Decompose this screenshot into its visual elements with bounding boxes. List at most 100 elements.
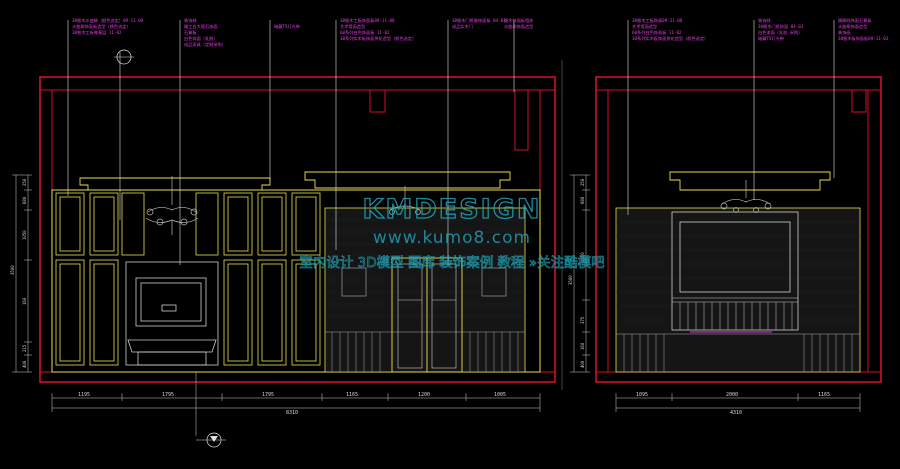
note-line: 30细木工板做基层 11-02 [72, 29, 122, 36]
right-height-total: 3500 [568, 275, 573, 285]
left-leader-lines [67, 20, 515, 265]
note-line: 踢工白大理石饰面 [184, 23, 218, 30]
feature-panel-inner [679, 221, 791, 293]
left-height-seg: 215 [22, 344, 27, 352]
watermark-url: www.kumo8.com [373, 228, 531, 248]
section-marker-bottom [196, 432, 226, 448]
panel-inner [295, 263, 317, 362]
note-line: 石膏板 [184, 29, 197, 36]
right-ceiling-notch [851, 90, 867, 113]
dim-segment: 1165 [346, 392, 358, 398]
right-red-frame [595, 76, 882, 383]
left-height-seg: 250 [22, 178, 27, 186]
panel [195, 192, 219, 256]
note-line: 细木饰面板墙体 [504, 17, 534, 24]
chandelier-door [389, 186, 421, 215]
right-elevation: 30细木工板饰面09-11-08 艺术墙面造型 60系列白色饰面板 11-02 … [568, 17, 889, 416]
note-line: 踢脚线饰面石膏板 [838, 17, 872, 24]
panel [223, 192, 253, 256]
right-bottom-dimension [615, 393, 861, 412]
right-height-seg: 400 [580, 360, 585, 368]
wall-panels-left [55, 192, 321, 366]
fireplace-ornament [161, 304, 177, 312]
wallpaper-panel [324, 207, 526, 373]
dim-segment: 1795 [162, 392, 174, 398]
note-line: 30系列实木板饰面拼花造型（颜色选定） [340, 35, 416, 42]
note-line: 成品家具（定制采购） [184, 41, 226, 48]
watermark-slogan: 室内设计 3D模型 图库 装饰案例 教程 »关注酷模吧 [299, 254, 605, 271]
right-annotations: 30细木工板饰面09-11-08 艺术墙面造型 60系列白色饰面板 11-02 … [632, 17, 889, 42]
note-line: 白色饰面（乳胶） [184, 35, 218, 42]
note-line: 30系列实木板饰面拼花造型（颜色选定） [632, 35, 708, 42]
note-line: 水曲柳饰面造型 [504, 23, 533, 30]
fireplace-base [137, 351, 207, 366]
balustrade [672, 297, 798, 330]
panel-inner [93, 196, 115, 252]
left-height-seg: 1050 [22, 230, 27, 240]
chandelier-right [720, 180, 772, 213]
left-height-seg: 400 [22, 360, 27, 368]
right-wallpaper [615, 207, 861, 373]
left-annotations: 30细木水曲柳（颜色选定）09-11-09 水曲柳饰面板造型（颜色选定） 30细… [72, 17, 534, 48]
note-line: 暗藏T5灯光带 [758, 35, 784, 42]
right-wainscot [616, 333, 860, 372]
panel-inner [261, 196, 283, 252]
right-height-seg: 1050 [580, 252, 585, 262]
note-line: 60系列白色饰面板 11-02 [632, 29, 682, 36]
crown-molding-2 [304, 171, 511, 189]
left-ceiling-notch-1 [369, 90, 386, 113]
left-red-frame [39, 76, 556, 383]
right-height-seg: 375 [580, 316, 585, 324]
right-height-seg: 160 [580, 342, 585, 350]
left-elevation: 30细木水曲柳（颜色选定）09-11-09 水曲柳饰面板造型（颜色选定） 30细… [10, 17, 556, 448]
dim-segment: 1005 [494, 392, 506, 398]
left-bottom-dimension [51, 372, 541, 436]
wallpaper-texture [325, 219, 525, 317]
panel [257, 259, 287, 366]
note-line: 艺术墙面造型 [632, 23, 657, 30]
note-line: 30细木工板饰面09-11-08 [632, 17, 683, 24]
panel-inner [59, 263, 81, 362]
fireplace-mirror [135, 277, 207, 327]
right-crown-molding [669, 171, 831, 191]
chandelier-left [145, 176, 199, 235]
panel-inner [295, 196, 317, 252]
note-line: 水曲柳饰面板造型（颜色选定） [72, 23, 131, 30]
left-vertical-dimension [12, 174, 32, 373]
fireplace-mantel [127, 339, 217, 353]
panel [257, 192, 287, 256]
wall-art-right [481, 267, 507, 297]
panel [89, 259, 119, 366]
fireplace-center [125, 261, 219, 366]
note-line: 60系列白色饰面板 11-02 [340, 29, 390, 36]
panel [55, 259, 85, 366]
panel [291, 192, 321, 256]
note-line: 水曲柳饰面造型 [838, 23, 867, 30]
right-leader-lines [627, 20, 835, 215]
right-height-seg: 250 [580, 178, 585, 186]
dim-segment: 1795 [262, 392, 274, 398]
dim-total: 8310 [286, 410, 298, 416]
panel [121, 192, 145, 256]
wainscot-left [325, 331, 525, 372]
watermark: KMDESIGN www.kumo8.com 室内设计 3D模型 图库 装饰案例… [299, 193, 605, 271]
right-height-seg: 680 [580, 196, 585, 204]
dim-segment: 1195 [78, 392, 90, 398]
note-line: 暗藏T5灯光带 [274, 23, 300, 30]
watermark-title: KMDESIGN [363, 194, 542, 225]
panel-inner [59, 196, 81, 252]
panel-inner [93, 263, 115, 362]
panel [223, 259, 253, 366]
note-line: 装饰线 [184, 17, 197, 24]
dim-segment: 1095 [636, 392, 648, 398]
panel [89, 192, 119, 256]
note-line: 30细木工板饰面板09-11-08 [340, 17, 395, 24]
fireplace-mirror-inner [140, 282, 202, 322]
dim-segment: 2000 [726, 392, 738, 398]
dim-total: 4310 [730, 410, 742, 416]
right-vertical-dimension [570, 174, 590, 373]
left-wall-outline [51, 189, 541, 373]
note-line: 成品实木门 [452, 23, 473, 30]
note-line: 装饰画 [838, 29, 851, 36]
